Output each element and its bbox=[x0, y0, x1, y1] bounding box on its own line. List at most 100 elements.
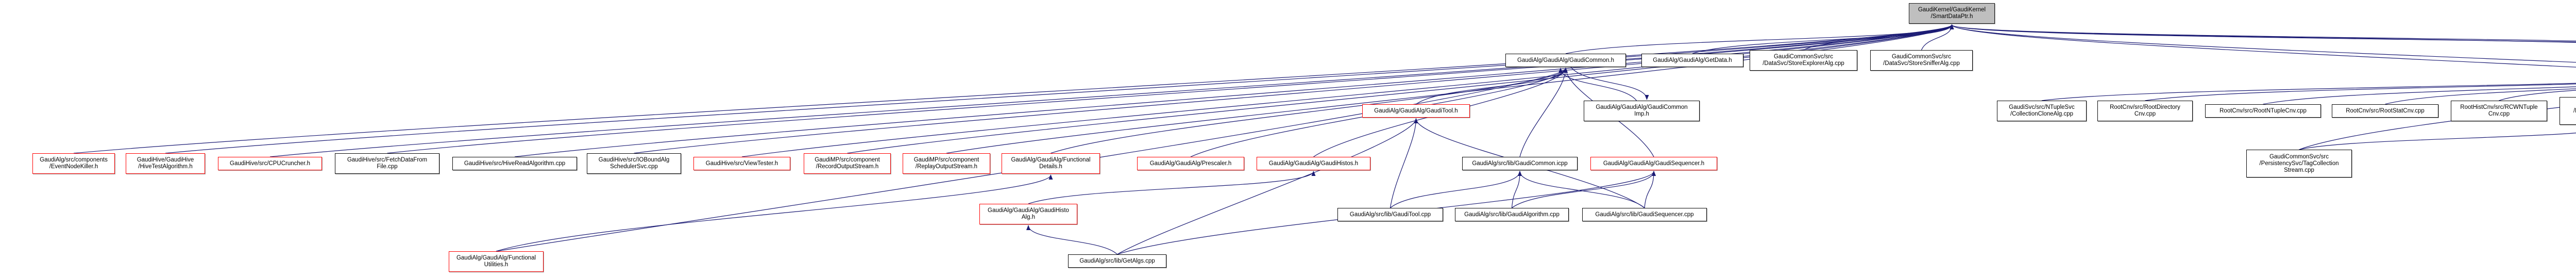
graph-node-gcommonicpp[interactable]: GaudiAlg/src/lib/GaudiCommon.icpp bbox=[1462, 157, 1578, 170]
graph-node-replayout[interactable]: GaudiMP/src/component/ReplayOutputStream… bbox=[903, 153, 990, 174]
graph-node-label-line: GaudiHive/src/IOBoundAlg bbox=[598, 157, 670, 163]
edge-evnodekiller-to-root bbox=[73, 24, 1954, 154]
edge-gcommonicpp-to-gcommon bbox=[1519, 68, 1568, 157]
edge-hivetest-to-root bbox=[165, 24, 1954, 154]
edge-futilities-to-gcommon bbox=[496, 68, 1568, 252]
edge-cpucruncher-to-root bbox=[269, 24, 1954, 157]
graph-node-label-line: GaudiAlg/GaudiAlg/GaudiHisto bbox=[988, 207, 1069, 214]
graph-node-label-line: Cnv.cpp bbox=[2488, 111, 2510, 117]
graph-node-evnodekiller[interactable]: GaudiAlg/src/components/EventNodeKiller.… bbox=[32, 153, 115, 174]
graph-node-gtool[interactable]: GaudiAlg/GaudiAlg/GaudiTool.h bbox=[1362, 104, 1470, 118]
graph-node-label-line: GaudiAlg/GaudiAlg/Functional bbox=[456, 255, 536, 261]
graph-node-label-line: Imp.h bbox=[1634, 111, 1649, 117]
graph-node-storeexp[interactable]: GaudiCommonSvc/src/DataSvc/StoreExplorer… bbox=[1750, 50, 1857, 71]
graph-node-label-line: GaudiHive/src/FetchDataFrom bbox=[347, 157, 428, 163]
graph-node-label-line: GaudiMP/src/component bbox=[815, 157, 880, 163]
edge-gtoolcpp-to-gcommonicpp bbox=[1390, 171, 1522, 208]
graph-node-label-line: GaudiAlg/GaudiAlg/Prescaler.h bbox=[1149, 160, 1232, 167]
graph-node-gtoolcpp[interactable]: GaudiAlg/src/lib/GaudiTool.cpp bbox=[1337, 208, 1443, 221]
graph-node-label-line: /CollectionCloneAlg.cpp bbox=[2010, 111, 2074, 117]
graph-node-label-line: /PersistencySvc/TagCollection bbox=[2573, 107, 2576, 114]
graph-node-label-line: GaudiHive/src/CPUCruncher.h bbox=[230, 160, 310, 167]
edge-viewtester-to-root bbox=[741, 24, 1954, 157]
graph-node-label-line: Stream.cpp bbox=[2284, 167, 2314, 173]
graph-node-label-line: /RecordOutputStream.h bbox=[816, 164, 879, 170]
graph-node-label-line: GaudiSvc/src/NTupleSvc bbox=[2009, 104, 2075, 110]
graph-node-cpucruncher[interactable]: GaudiHive/src/CPUCruncher.h bbox=[218, 157, 322, 170]
graph-node-prescaler[interactable]: GaudiAlg/GaudiAlg/Prescaler.h bbox=[1137, 157, 1244, 170]
graph-node-label-line: GaudiAlg/src/lib/GaudiAlgorithm.cpp bbox=[1464, 211, 1560, 218]
edge-hiveread-to-root bbox=[514, 24, 1954, 157]
graph-node-recordout[interactable]: GaudiMP/src/component/RecordOutputStream… bbox=[804, 153, 891, 174]
graph-node-getdata[interactable]: GaudiAlg/GaudiAlg/GetData.h bbox=[1641, 54, 1743, 67]
edge-rootntuplecnv-to-ntuple bbox=[2263, 86, 2576, 105]
graph-node-label-line: GaudiHive/src/ViewTester.h bbox=[705, 160, 778, 167]
graph-node-label-line: RootCnv/src/RootStatCnv.cpp bbox=[2346, 107, 2425, 114]
graph-node-label-line: GaudiCommonSvc/src bbox=[2269, 153, 2329, 160]
edge-tagcollcpp-to-tagcollh bbox=[2299, 133, 2576, 150]
edge-evcolselh-to-root bbox=[1950, 24, 2576, 63]
edge-futilities-to-fdetails bbox=[496, 174, 1053, 252]
graph-node-label-line: GaudiAlg/GaudiAlg/GaudiHistos.h bbox=[1268, 160, 1359, 167]
edge-tupleobj-to-root bbox=[1950, 24, 2576, 68]
edge-getalgs-to-gtool bbox=[1117, 118, 1418, 255]
graph-node-label-line: Cnv.cpp bbox=[2134, 111, 2156, 117]
graph-node-galgcpp[interactable]: GaudiAlg/src/lib/GaudiAlgorithm.cpp bbox=[1455, 208, 1569, 221]
graph-node-collclone[interactable]: GaudiSvc/src/NTupleSvc/CollectionCloneAl… bbox=[1997, 101, 2087, 121]
graph-node-label-line: /PersistencySvc/TagCollection bbox=[2259, 160, 2339, 167]
graph-node-hiveread[interactable]: GaudiHive/src/HiveReadAlgorithm.cpp bbox=[452, 157, 577, 170]
edge-iobound-to-root bbox=[634, 24, 1954, 154]
graph-node-label-line: GaudiCommonSvc/src bbox=[1891, 54, 1952, 60]
edge-recordout-to-root bbox=[847, 24, 1954, 154]
graph-node-hivetest[interactable]: GaudiHive/GaudiHive/HiveTestAlgorithm.h bbox=[126, 153, 205, 174]
edge-replayout-to-root bbox=[946, 24, 1954, 154]
graph-node-label-line: /DataSvc/StoreExplorerAlg.cpp bbox=[1762, 60, 1844, 67]
graph-node-label-line: GaudiMP/src/component bbox=[913, 157, 979, 163]
graph-node-label-line: RootCnv/src/RootDirectory bbox=[2110, 104, 2180, 110]
graph-node-gsequencerh[interactable]: GaudiAlg/GaudiAlg/GaudiSequencer.h bbox=[1590, 157, 1717, 170]
graph-node-getalgs[interactable]: GaudiAlg/src/lib/GetAlgs.cpp bbox=[1068, 254, 1166, 268]
edge-tagcollcpp-to-ntuple bbox=[2299, 105, 2576, 150]
graph-node-label-line: /SmartDataPtr.h bbox=[1930, 13, 1973, 20]
graph-node-label-line: /DataSvc/StoreSnifferAlg.cpp bbox=[1883, 60, 1960, 67]
graph-node-label-line: Alg.h bbox=[1021, 214, 1036, 220]
graph-node-gseqcpp[interactable]: GaudiAlg/src/lib/GaudiSequencer.cpp bbox=[1582, 208, 1707, 221]
edge-sdloc-to-root bbox=[1950, 24, 2576, 41]
edge-gseqcpp-to-gsequencerh bbox=[1644, 171, 1656, 208]
graph-node-label-line: /ReplayOutputStream.h bbox=[915, 164, 978, 170]
graph-node-label-line: /EventNodeKiller.h bbox=[49, 164, 98, 170]
graph-node-ghistos[interactable]: GaudiAlg/GaudiAlg/GaudiHistos.h bbox=[1257, 157, 1370, 170]
graph-node-label-line: GaudiCommonSvc/src bbox=[1773, 54, 1834, 60]
graph-node-label-line: GaudiKernel/GaudiKernel bbox=[1918, 7, 1986, 13]
graph-node-viewtester[interactable]: GaudiHive/src/ViewTester.h bbox=[693, 157, 790, 170]
graph-node-tagcollcpp[interactable]: GaudiCommonSvc/src/PersistencySvc/TagCol… bbox=[2246, 150, 2352, 177]
graph-node-rootstatcnv[interactable]: RootCnv/src/RootStatCnv.cpp bbox=[2332, 104, 2438, 118]
graph-node-label-line: GaudiAlg/GaudiAlg/GaudiSequencer.h bbox=[1603, 160, 1705, 167]
edge-gtoolcpp-to-gtool bbox=[1389, 118, 1418, 208]
graph-node-storesnf[interactable]: GaudiCommonSvc/src/DataSvc/StoreSnifferA… bbox=[1870, 50, 1973, 71]
graph-node-label-line: GaudiAlg/src/lib/GaudiCommon.icpp bbox=[1472, 160, 1568, 167]
graph-node-rootntuplecnv[interactable]: RootCnv/src/RootNTupleCnv.cpp bbox=[2205, 104, 2321, 118]
edge-perssvc-to-root bbox=[1950, 24, 2576, 42]
edge-galgcpp-to-gsequencerh bbox=[1512, 171, 1656, 208]
graph-node-label-line: GaudiAlg/src/lib/GaudiTool.cpp bbox=[1349, 211, 1431, 218]
edge-gtool-to-gcommon bbox=[1416, 68, 1568, 105]
edge-galgcpp-to-gcommonicpp bbox=[1511, 171, 1522, 208]
graph-node-gcommon[interactable]: GaudiAlg/GaudiAlg/GaudiCommon.h bbox=[1505, 54, 1626, 67]
edge-rcwntuple-to-ntuple bbox=[2499, 90, 2576, 101]
edge-rootstatcnv-to-ntuple bbox=[2385, 88, 2576, 105]
edge-fdetails-to-gcommon bbox=[1050, 68, 1568, 154]
graph-node-label-line: SchedulerSvc.cpp bbox=[610, 164, 658, 170]
graph-node-label-line: GaudiAlg/src/lib/GaudiSequencer.cpp bbox=[1595, 211, 1694, 218]
graph-node-tagcollh[interactable]: GaudiCommonSvc/src/PersistencySvc/TagCol… bbox=[2560, 97, 2576, 125]
edge-collclone-to-ntuple bbox=[2041, 83, 2576, 101]
